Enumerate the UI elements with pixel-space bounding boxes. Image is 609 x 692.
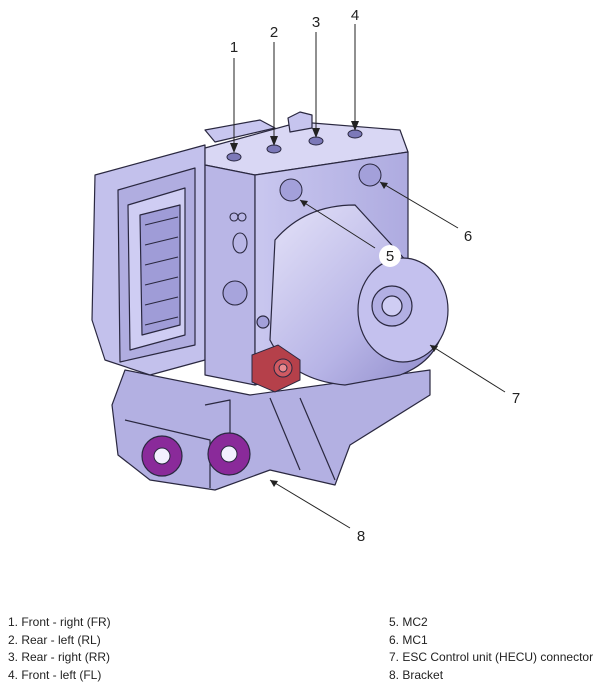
legend-left: 1. Front - right (FR) 2. Rear - left (RL… bbox=[8, 614, 111, 684]
port-4-fl bbox=[347, 129, 363, 139]
legend-item-4: 4. Front - left (FL) bbox=[8, 667, 102, 682]
legend-item-8: 8. Bracket bbox=[389, 667, 444, 682]
callout-4: 4 bbox=[351, 7, 359, 24]
bracket bbox=[111, 369, 431, 491]
callout-8: 8 bbox=[357, 528, 365, 545]
ecu-housing bbox=[91, 144, 206, 376]
port-mc2 bbox=[279, 178, 303, 202]
legend-item-1: 1. Front - right (FR) bbox=[8, 615, 111, 629]
block-side-details bbox=[222, 212, 248, 306]
red-plug bbox=[251, 344, 301, 393]
callout-3: 3 bbox=[312, 14, 320, 31]
legend-item-2: 2. Rear - left (RL) bbox=[8, 632, 101, 647]
callout-arrowheads bbox=[230, 121, 438, 487]
callout-lines bbox=[233, 24, 506, 529]
callout-5-badge: 5 bbox=[379, 245, 401, 267]
abs-esc-unit-diagram: 1 2 3 4 5 6 7 8 bbox=[91, 7, 520, 545]
pump-motor bbox=[256, 204, 449, 386]
legend-right: 5. MC2 6. MC1 7. ESC Control unit (HECU)… bbox=[389, 614, 593, 684]
callout-6: 6 bbox=[464, 228, 472, 245]
legend-item-5: 5. MC2 bbox=[389, 615, 428, 629]
callout-7: 7 bbox=[512, 390, 520, 407]
legend-item-7: 7. ESC Control unit (HECU) connector bbox=[389, 650, 594, 665]
callout-5: 5 bbox=[386, 248, 394, 265]
bracket-mount-left bbox=[141, 435, 183, 477]
esc-control-connector bbox=[144, 216, 179, 326]
port-3-rr bbox=[308, 136, 324, 146]
port-mc1 bbox=[358, 163, 382, 187]
bracket-mount-right bbox=[207, 432, 251, 476]
legend-item-3: 3. Rear - right (RR) bbox=[8, 650, 111, 665]
callout-2: 2 bbox=[270, 24, 278, 41]
callout-1: 1 bbox=[230, 39, 238, 56]
legend-item-6: 6. MC1 bbox=[389, 632, 428, 647]
port-1-fr bbox=[226, 152, 242, 162]
port-2-rl bbox=[266, 144, 282, 154]
